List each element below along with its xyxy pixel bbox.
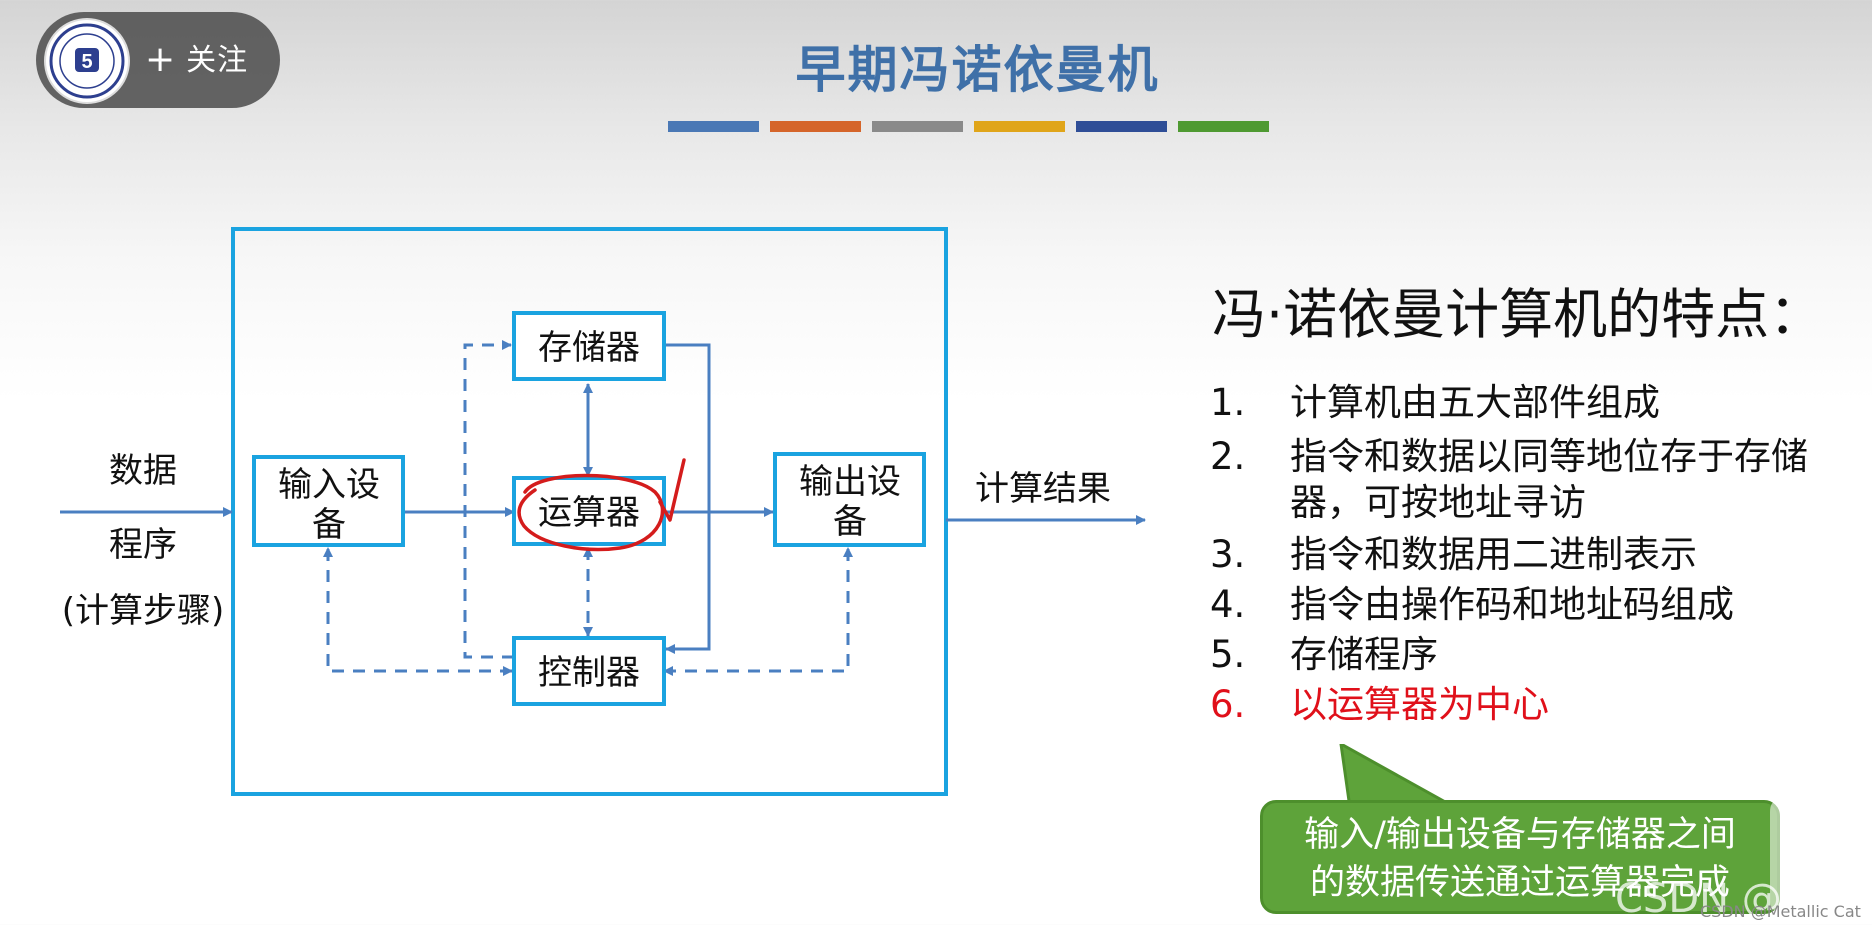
control-label: 控制器: [538, 653, 640, 693]
control-to-memory-arrow: [463, 340, 514, 659]
control-input-arrow: [323, 547, 513, 676]
feature-number: 2.: [1210, 435, 1246, 478]
feature-number: 4.: [1210, 583, 1246, 626]
feature-text: 存储程序: [1290, 633, 1438, 676]
feature-number: 3.: [1210, 533, 1246, 576]
divider-bar: [1178, 121, 1269, 132]
callout-note: 输入/输出设备与存储器之间 的数据传送通过运算器完成: [1260, 800, 1780, 914]
red-circle-check-icon: [517, 458, 686, 552]
output-device-label-line2: 备: [833, 502, 867, 542]
follow-label: 关注: [186, 43, 249, 78]
control-node: [512, 636, 666, 706]
feature-item-1: 1. 计算机由五大部件组成: [1210, 380, 1660, 426]
callout-line2: 的数据传送通过运算器完成: [1309, 863, 1730, 903]
feature-item-6: 6. 以运算器为中心: [1210, 682, 1549, 728]
plus-icon: +: [145, 39, 177, 80]
output-device-label-line1: 输出设: [799, 462, 901, 502]
feature-item-3: 3. 指令和数据用二进制表示: [1210, 532, 1697, 578]
input-label-data: 数据: [109, 451, 177, 491]
input-device-label-line1: 输入设: [278, 465, 380, 505]
input-device-node: [252, 455, 405, 547]
divider-bar: [974, 121, 1065, 132]
feature-number: 1.: [1210, 381, 1246, 424]
divider-bar: [770, 121, 861, 132]
input-label-steps: (计算步骤): [62, 591, 225, 631]
divider-bar: [668, 121, 759, 132]
divider-bar: [1076, 121, 1167, 132]
csdn-watermark-sub: CSDN @Metallic Cat: [1700, 902, 1861, 921]
follow-button[interactable]: + 关注: [145, 32, 248, 88]
slide-title: 早期冯诺依曼机: [795, 40, 1160, 99]
feature-item-4: 4. 指令由操作码和地址码组成: [1210, 582, 1734, 628]
divider-bar: [872, 121, 963, 132]
feature-number: 5.: [1210, 633, 1246, 676]
feature-text: 计算机由五大部件组成: [1290, 381, 1660, 424]
input-device-label-line2: 备: [312, 505, 346, 545]
feature-text: 指令和数据用二进制表示: [1290, 533, 1697, 576]
von-neumann-diagram: 存储器 运算器 控制器 输入设 备 输出设 备 数据 程序 (计算步骤) 计算结…: [60, 227, 1146, 796]
output-device-node: [773, 452, 926, 547]
csdn-watermark: CSDN @摇光93: [1615, 876, 1872, 922]
output-label-result: 计算结果: [975, 469, 1111, 509]
memory-to-control-arrow: [664, 343, 711, 654]
callout-line1: 输入/输出设备与存储器之间: [1304, 815, 1736, 855]
feature-item-2: 2. 指令和数据以同等地位存于存储器，可按地址寻访: [1210, 434, 1808, 526]
alu-node: [512, 476, 666, 546]
feature-item-5: 5. 存储程序: [1210, 632, 1438, 678]
memory-label: 存储器: [538, 328, 640, 368]
feature-text-cont: 器，可按地址寻访: [1290, 481, 1586, 524]
feature-text: 以运算器为中心: [1290, 683, 1549, 726]
memory-node: [512, 311, 666, 381]
features-title: 冯·诺依曼计算机的特点：: [1212, 283, 1824, 346]
computer-frame: [231, 227, 948, 796]
control-output-arrow: [663, 547, 853, 676]
alu-label: 运算器: [538, 493, 640, 533]
feature-number: 6.: [1210, 683, 1246, 726]
feature-text: 指令和数据以同等地位存于存储: [1290, 435, 1808, 478]
input-label-program: 程序: [109, 525, 177, 565]
svg-text:5: 5: [81, 51, 92, 73]
feature-text: 指令由操作码和地址码组成: [1290, 583, 1734, 626]
play-icon[interactable]: [1760, 790, 1870, 920]
channel-logo-icon[interactable]: 5: [46, 20, 128, 102]
